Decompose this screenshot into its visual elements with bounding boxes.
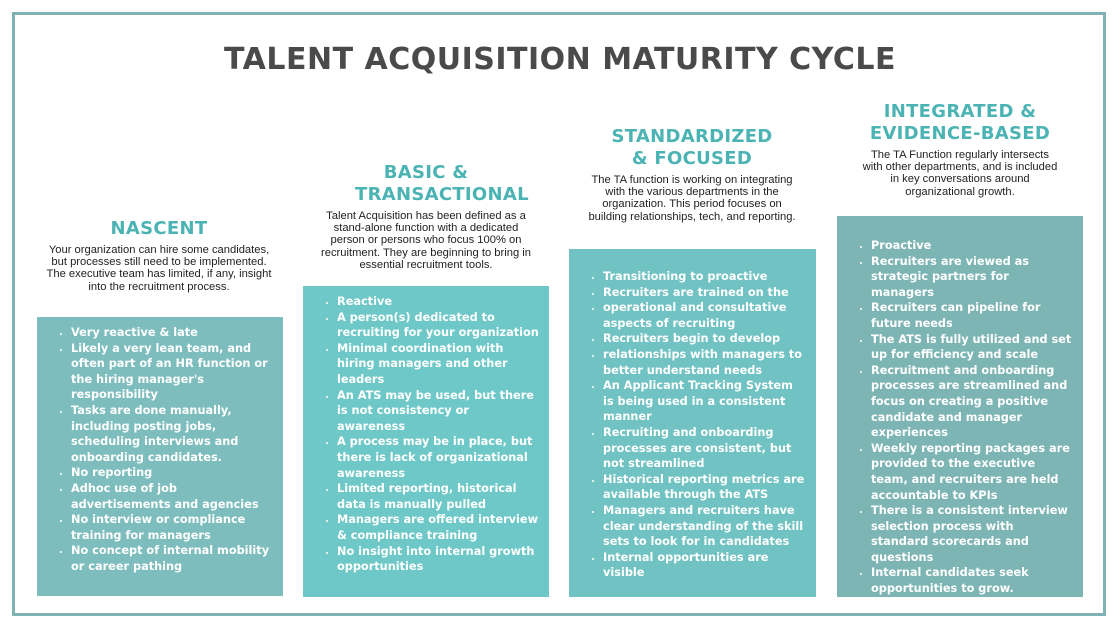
stage-integrated-header: INTEGRATED & EVIDENCE-BASED The TA Funct… xyxy=(862,101,1058,198)
stage-description: Your organization can hire some candidat… xyxy=(46,244,272,293)
list-item: Minimal coordination with hiring manager… xyxy=(337,341,539,388)
list-item: Historical reporting metrics are availab… xyxy=(603,472,806,503)
stage-title: INTEGRATED & EVIDENCE-BASED xyxy=(869,101,1051,144)
list-item: No insight into internal growth opportun… xyxy=(337,544,539,575)
list-item: Recruiters can pipeline for future needs xyxy=(871,300,1073,331)
stage-description: The TA Function regularly intersects wit… xyxy=(862,149,1058,198)
stage-standardized-header: STANDARDIZED & FOCUSED The TA function i… xyxy=(584,126,800,223)
list-item: Very reactive & late xyxy=(71,325,273,341)
list-item: Managers are offered interview & complia… xyxy=(337,512,539,543)
list-item: The ATS is fully utilized and set up for… xyxy=(871,332,1073,363)
list-item: No interview or compliance training for … xyxy=(71,512,273,543)
list-item: Managers and recruiters have clear under… xyxy=(603,503,806,550)
list-item: There is a consistent interview selectio… xyxy=(871,503,1073,565)
stage-description: The TA function is working on integratin… xyxy=(588,174,796,223)
list-item: Likely a very lean team, and often part … xyxy=(71,341,273,403)
list-item: An ATS may be used, but there is not con… xyxy=(337,388,539,435)
list-item: Tasks are done manually, including posti… xyxy=(71,403,273,465)
stage-basic-header: BASIC & TRANSACTIONAL Talent Acquisition… xyxy=(315,162,537,271)
list-item: Weekly reporting packages are provided t… xyxy=(871,441,1073,503)
list-item: Proactive xyxy=(871,238,1073,254)
list-item: Recruiters are trained on the xyxy=(603,285,806,301)
stage-description: Talent Acquisition has been defined as a… xyxy=(321,210,531,271)
list-item: relationships with managers to better un… xyxy=(603,347,806,378)
bullet-list: Transitioning to proactive Recruiters ar… xyxy=(583,269,806,581)
stage-title: BASIC & TRANSACTIONAL xyxy=(355,162,529,205)
list-item: Adhoc use of job advertisements and agen… xyxy=(71,481,273,512)
list-item: A person(s) dedicated to recruiting for … xyxy=(337,310,539,341)
list-item: A process may be in place, but there is … xyxy=(337,434,539,481)
list-item: Recruiters are viewed as strategic partn… xyxy=(871,254,1073,301)
list-item: No concept of internal mobility or caree… xyxy=(71,543,273,574)
list-item: An Applicant Tracking System is being us… xyxy=(603,378,806,425)
stage-basic-box: Reactive A person(s) dedicated to recrui… xyxy=(303,286,549,597)
list-item: Recruiting and onboarding processes are … xyxy=(603,425,806,472)
list-item: Transitioning to proactive xyxy=(603,269,806,285)
list-item: No reporting xyxy=(71,465,273,481)
bullet-list: Proactive Recruiters are viewed as strat… xyxy=(851,238,1073,597)
list-item: Internal opportunities are visible xyxy=(603,550,806,581)
stage-nascent-box: Very reactive & late Likely a very lean … xyxy=(37,317,283,596)
list-item: Internal candidates seek opportunities t… xyxy=(871,565,1073,596)
list-item: Reactive xyxy=(337,294,539,310)
bullet-list: Very reactive & late Likely a very lean … xyxy=(51,325,273,575)
stage-title: NASCENT xyxy=(110,218,208,239)
stage-standardized-box: Transitioning to proactive Recruiters ar… xyxy=(569,249,816,597)
stage-title: STANDARDIZED & FOCUSED xyxy=(611,126,773,169)
list-item: operational and consultative aspects of … xyxy=(603,300,806,331)
bullet-list: Reactive A person(s) dedicated to recrui… xyxy=(317,294,539,575)
stage-integrated-box: Proactive Recruiters are viewed as strat… xyxy=(837,216,1083,597)
border-frame xyxy=(12,12,1106,616)
list-item: Limited reporting, historical data is ma… xyxy=(337,481,539,512)
stage-nascent-header: NASCENT Your organization can hire some … xyxy=(44,218,274,293)
list-item: Recruitment and onboarding processes are… xyxy=(871,363,1073,441)
list-item: Recruiters begin to develop xyxy=(603,331,806,347)
page-title: TALENT ACQUISITION MATURITY CYCLE xyxy=(224,42,896,77)
